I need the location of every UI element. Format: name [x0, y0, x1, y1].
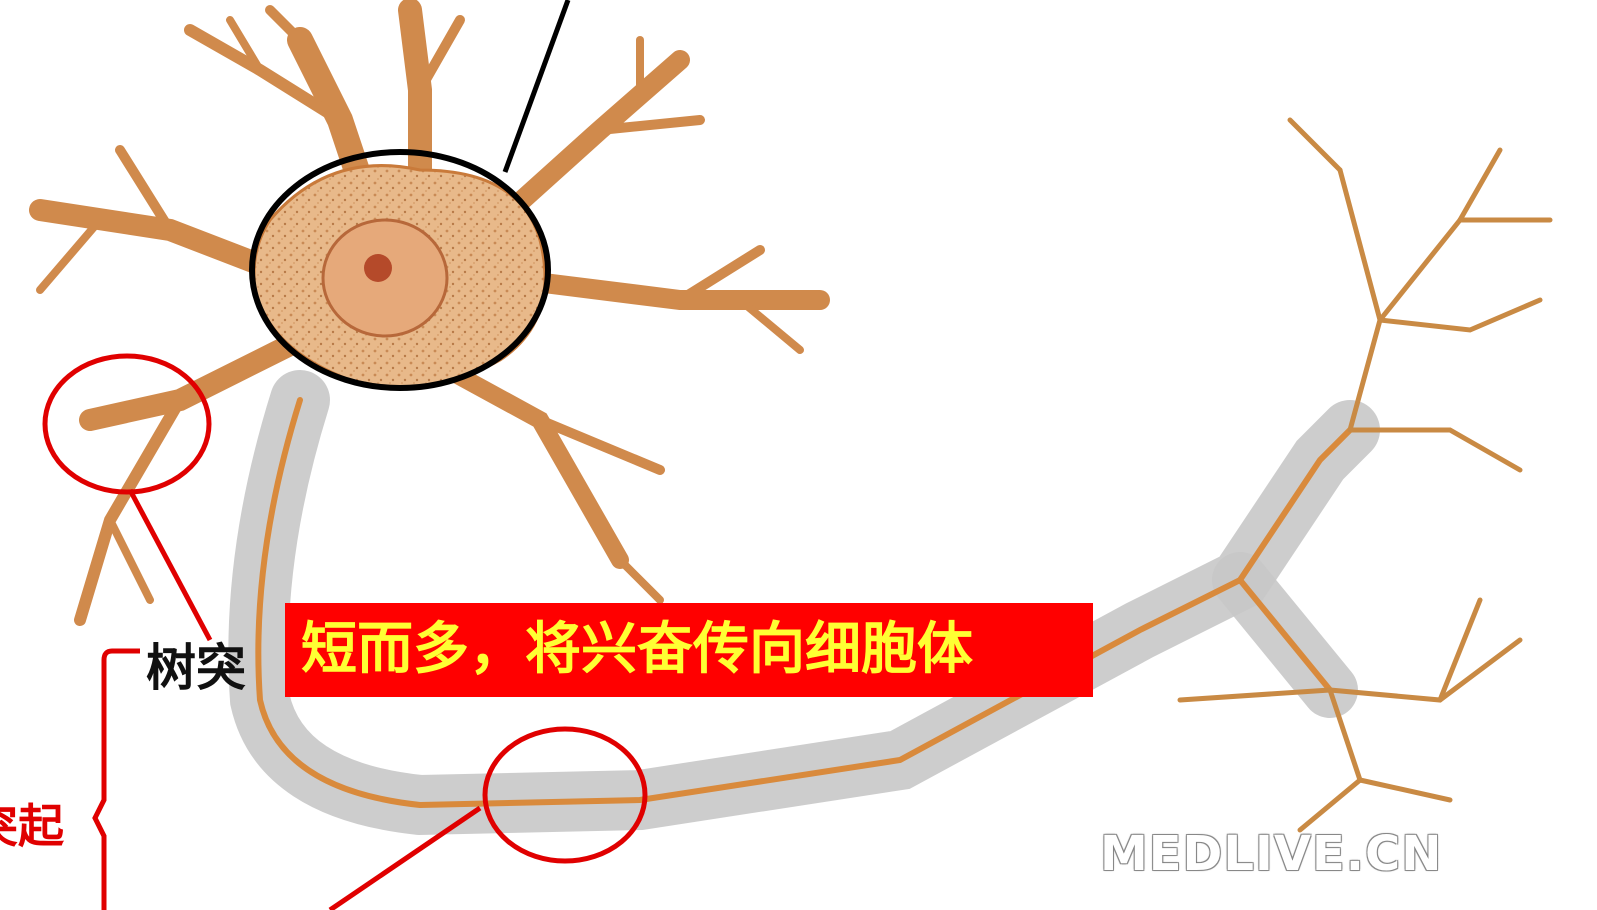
process-label: 突起 — [0, 790, 64, 856]
dendrite-highlight — [45, 356, 209, 492]
watermark: MEDLIVE.CN — [1100, 826, 1442, 882]
cell-body-pointer — [505, 0, 568, 172]
dendrite-pointer — [130, 490, 210, 640]
dendrite-label: 树突 — [146, 628, 246, 700]
process-bracket — [95, 651, 140, 910]
axon-terminals — [1180, 120, 1550, 830]
dendrite-description-box: 短而多，将兴奋传向细胞体 — [285, 603, 1093, 697]
nucleolus — [364, 254, 392, 282]
